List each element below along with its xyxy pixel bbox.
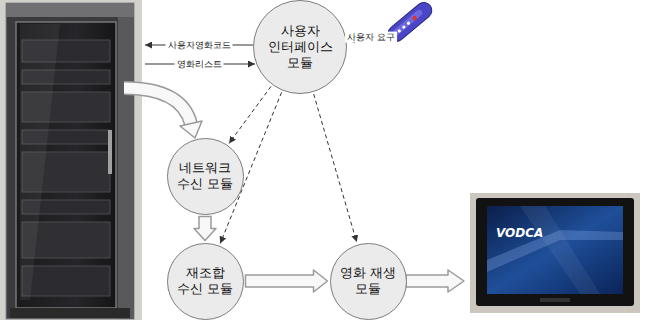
flow-arrow: [194, 217, 216, 241]
tv-screen: [470, 193, 640, 313]
flow-label: 영화리스트: [175, 59, 224, 70]
module-name: 재조합 수신 모듈: [175, 265, 235, 298]
module-name: 영화 재생 모듈: [338, 265, 398, 298]
control-arrow: [314, 94, 357, 242]
screen-logo: VODCA: [494, 226, 545, 240]
module-name: 네트워크 수신 모듈: [175, 160, 235, 193]
server-rack: [0, 0, 142, 320]
module-circle: 사용자 인터페이스 모듈: [253, 0, 347, 94]
output-arrow: [406, 270, 464, 292]
module-circle: 영화 재생 모듈: [330, 243, 407, 320]
flow-label: 사용자영화코드: [166, 40, 233, 51]
module-name: 사용자 인터페이스 모듈: [265, 23, 335, 72]
flow-arrow: [246, 270, 328, 292]
data-flow-arrow: [124, 88, 202, 138]
module-circle: 재조합 수신 모듈: [167, 243, 244, 320]
flow-label: 사용자 요구: [345, 32, 397, 43]
module-circle: 네트워크 수신 모듈: [167, 138, 244, 215]
